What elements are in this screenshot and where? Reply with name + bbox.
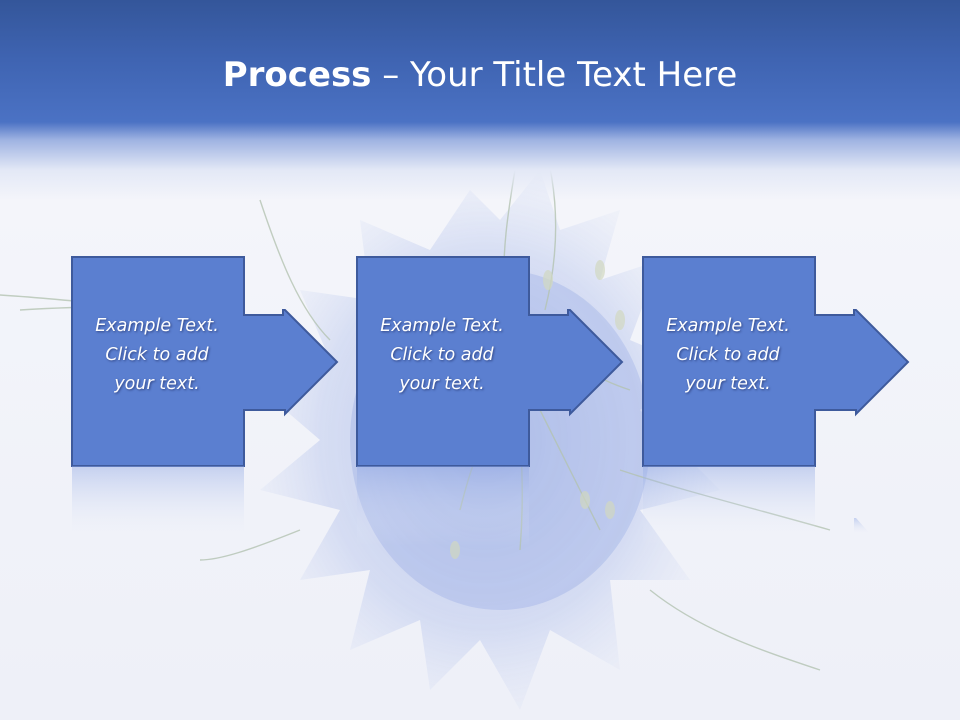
step-line: Click to add	[676, 345, 780, 365]
step-line: Example Text.	[95, 316, 219, 336]
step-reflection	[72, 466, 244, 546]
step-text: Example Text. Click to add your text.	[642, 312, 814, 399]
step-reflection	[357, 466, 529, 546]
step-line: your text.	[114, 374, 200, 394]
step-text: Example Text. Click to add your text.	[356, 312, 528, 399]
step-line: your text.	[399, 374, 485, 394]
step-text: Example Text. Click to add your text.	[71, 312, 243, 399]
step-line: Example Text.	[666, 316, 790, 336]
step-line: Click to add	[105, 345, 209, 365]
step-line: your text.	[685, 374, 771, 394]
title-rest: – Your Title Text Here	[371, 55, 738, 95]
step-line: Click to add	[390, 345, 494, 365]
title-bar	[0, 0, 960, 200]
title-bold: Process	[222, 55, 372, 95]
slide-title[interactable]: Process – Your Title Text Here	[0, 50, 960, 100]
step-line: Example Text.	[380, 316, 504, 336]
step-reflection	[643, 466, 872, 546]
